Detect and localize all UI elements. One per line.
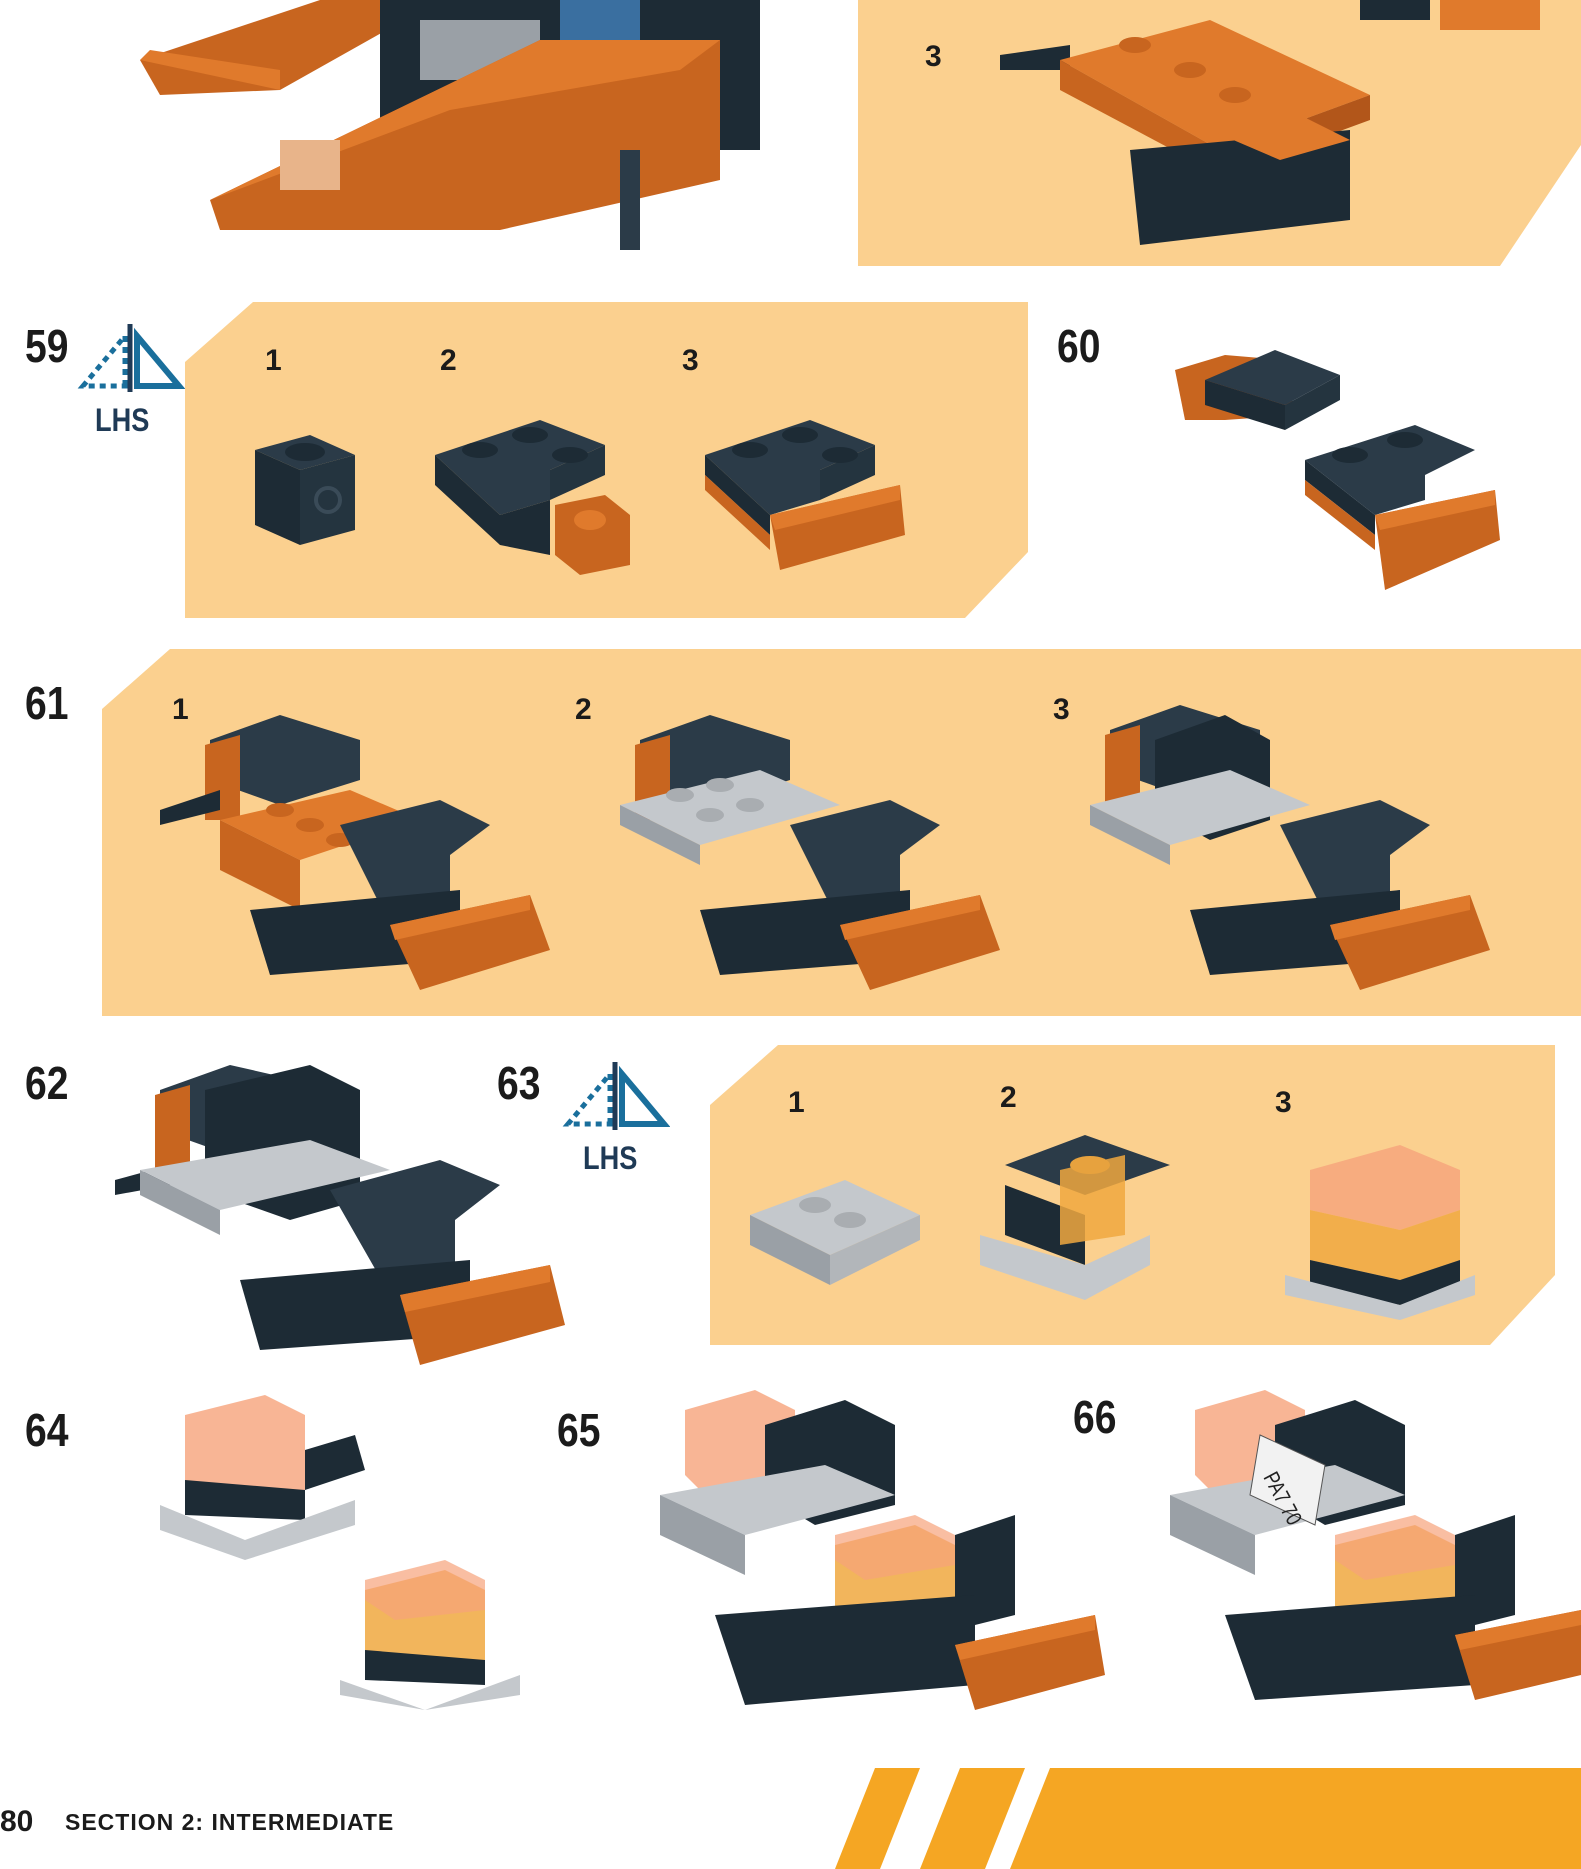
step-63-model-2 bbox=[980, 1135, 1170, 1300]
step-61-number: 61 bbox=[25, 677, 69, 729]
step-59-model-2 bbox=[435, 420, 630, 575]
step-63-substep-1: 1 bbox=[788, 1086, 805, 1119]
step-64-number: 64 bbox=[25, 1404, 69, 1456]
step-62-number: 62 bbox=[25, 1057, 69, 1109]
step-59-lhs-label: LHS bbox=[95, 402, 150, 438]
build-model-top-left bbox=[140, 0, 760, 250]
step-63-model-1 bbox=[750, 1180, 920, 1285]
step-58-substep-3: 3 bbox=[925, 40, 942, 73]
step-59-substep-2: 2 bbox=[440, 344, 457, 377]
step-59-model-3 bbox=[705, 420, 905, 570]
step-65-model bbox=[660, 1390, 1105, 1710]
step-65-number: 65 bbox=[557, 1404, 601, 1456]
step-61-model-3 bbox=[1090, 705, 1490, 990]
mirror-build-icon bbox=[77, 324, 185, 392]
step-61-substep-2: 2 bbox=[575, 693, 592, 726]
step-66-number: 66 bbox=[1073, 1391, 1117, 1443]
step-61-substep-1: 1 bbox=[172, 693, 189, 726]
step-59-substep-3: 3 bbox=[682, 344, 699, 377]
step-60-model bbox=[1175, 350, 1500, 590]
step-63-model-3 bbox=[1285, 1145, 1475, 1320]
footer-stripes bbox=[835, 1768, 1581, 1869]
step-66-model: PA7 70 bbox=[1170, 1390, 1581, 1700]
mirror-build-icon bbox=[562, 1062, 670, 1130]
page-number: 80 bbox=[0, 1805, 34, 1838]
step-59-number: 59 bbox=[25, 320, 69, 372]
step-63-substep-3: 3 bbox=[1275, 1086, 1292, 1119]
step-62-model bbox=[115, 1065, 565, 1365]
step-59-model-1 bbox=[255, 435, 355, 545]
step-61-model-1 bbox=[160, 715, 550, 990]
step-64-model bbox=[160, 1395, 520, 1710]
step-60-number: 60 bbox=[1057, 320, 1101, 372]
step-63-lhs-label: LHS bbox=[583, 1140, 638, 1176]
step-58-model bbox=[1000, 0, 1540, 245]
step-63-substep-2: 2 bbox=[1000, 1081, 1017, 1114]
step-61-model-2 bbox=[620, 715, 1000, 990]
step-61-substep-3: 3 bbox=[1053, 693, 1070, 726]
step-63-number: 63 bbox=[497, 1057, 541, 1109]
step-59-substep-1: 1 bbox=[265, 344, 282, 377]
section-title: SECTION 2: INTERMEDIATE bbox=[65, 1809, 395, 1835]
